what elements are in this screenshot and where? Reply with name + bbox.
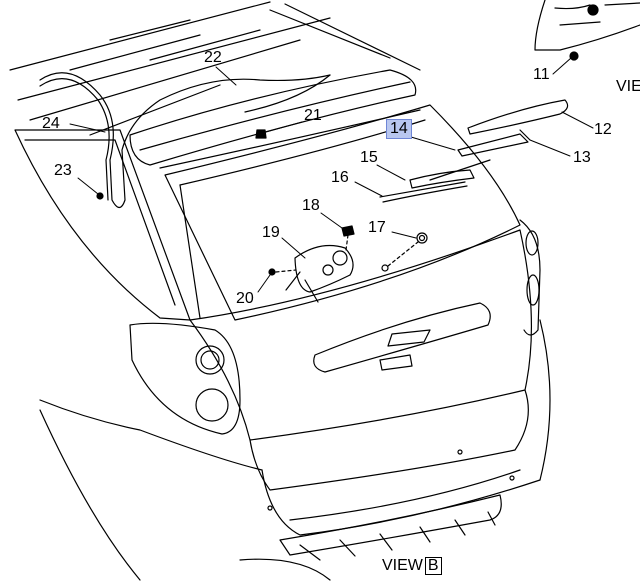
view-label-letter: B (424, 557, 442, 575)
motor-fastener (268, 268, 297, 276)
callout-12: 12 (594, 121, 612, 138)
liftgate-body (189, 229, 532, 491)
washer-hose (39, 72, 331, 209)
callout-23: 23 (54, 162, 72, 179)
wiper-nut (381, 232, 428, 272)
wiper-arm-cover (457, 99, 569, 157)
left-tail-lamp (129, 322, 241, 435)
wiper-blade (379, 159, 491, 203)
left-quarter-glass (14, 129, 191, 321)
callout-21: 21 (304, 107, 322, 124)
view-label-prefix: VIEW (382, 557, 423, 574)
callout-16: 16 (331, 169, 349, 186)
rear-bumper (39, 319, 551, 581)
callout-19: 19 (262, 224, 280, 241)
chrome-applique (313, 302, 491, 373)
callout-24: 24 (42, 115, 60, 132)
leader-lines (69, 57, 594, 293)
callout-11: 11 (533, 66, 550, 83)
callout-20: 20 (236, 290, 254, 307)
callout-15: 15 (360, 149, 378, 166)
callout-14-highlighted: 14 (386, 119, 412, 139)
hose-clip (255, 129, 267, 139)
callout-22: 22 (204, 49, 222, 66)
wiper-motor (285, 245, 354, 303)
right-tail-lamp (519, 219, 541, 336)
partial-view-inset (534, 0, 640, 61)
roof-outline (9, 1, 421, 136)
callout-13: 13 (573, 149, 591, 166)
callout-18: 18 (302, 197, 320, 214)
grommet (96, 192, 104, 200)
partial-view-label: VIE (616, 78, 640, 95)
callout-17: 17 (368, 219, 386, 236)
wiper-motor-bolt (341, 225, 355, 251)
